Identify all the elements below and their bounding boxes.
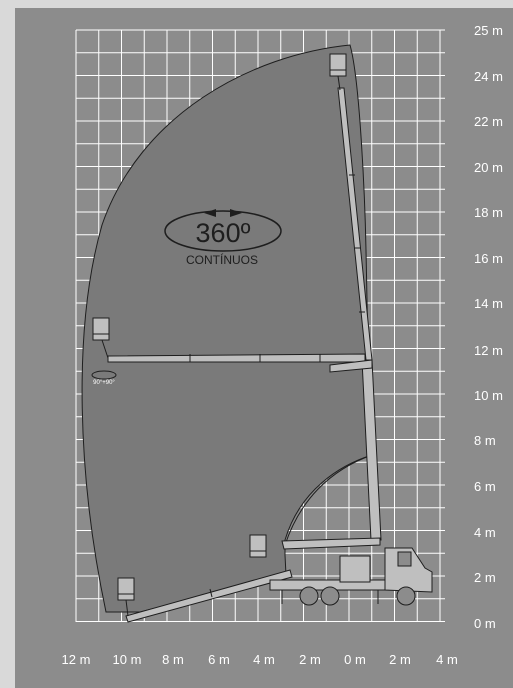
basket-low (117, 577, 135, 617)
reach-label: 2 m (389, 652, 411, 667)
basket-mid (92, 317, 110, 359)
reach-label: 12 m (62, 652, 91, 667)
height-label: 6 m (474, 479, 496, 494)
height-label: 25 m (474, 23, 503, 38)
height-axis-labels: 25 m 24 m 22 m 20 m 18 m 16 m 14 m 12 m 10 m 8 m 6… (474, 23, 503, 631)
reach-label: 8 m (162, 652, 184, 667)
height-label: 16 m (474, 251, 503, 266)
height-label: 18 m (474, 205, 503, 220)
basket-top (329, 53, 347, 91)
reach-label: 4 m (253, 652, 275, 667)
height-label: 2 m (474, 570, 496, 585)
height-label: 4 m (474, 525, 496, 540)
height-label: 8 m (474, 433, 496, 448)
height-label: 24 m (474, 69, 503, 84)
rotation-value: 360º (196, 218, 251, 248)
boom-horizontal (107, 353, 373, 373)
rotation-arrow-icon (204, 209, 216, 217)
height-label: 22 m (474, 114, 503, 129)
inner-radius-line (284, 454, 373, 546)
reach-label: 10 m (113, 652, 142, 667)
rotation-label: CONTÍNUOS (186, 252, 258, 267)
height-label: 10 m (474, 388, 503, 403)
reach-label: 6 m (208, 652, 230, 667)
reach-label: 2 m (299, 652, 321, 667)
rotation-arrow-icon (230, 209, 242, 217)
truck (269, 547, 433, 606)
reach-axis-labels: 12 m 10 m 8 m 6 m 4 m 2 m 0 m 2 m 4 m (62, 652, 458, 667)
height-label: 12 m (474, 343, 503, 358)
height-label: 14 m (474, 296, 503, 311)
height-label: 0 m (474, 616, 496, 631)
reach-label: 0 m (344, 652, 366, 667)
rotation-ellipse (164, 210, 282, 252)
boom-low (125, 537, 381, 623)
working-envelope (81, 44, 373, 613)
basket-rotation-icon (91, 370, 117, 380)
height-label: 20 m (474, 160, 503, 175)
reach-label: 4 m (436, 652, 458, 667)
basket-stowed (249, 534, 267, 558)
basket-rotation-label: 90°+90° (93, 380, 115, 386)
